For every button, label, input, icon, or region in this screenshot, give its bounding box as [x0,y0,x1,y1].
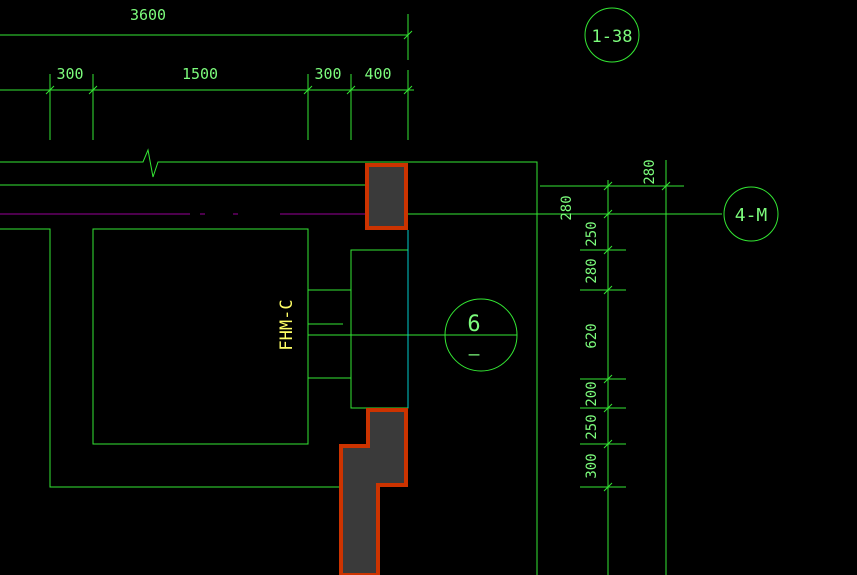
wall-segment-bottom[interactable] [339,408,408,575]
outer-wall-line-with-break [0,148,538,575]
room-outline-inner [92,228,309,445]
dimension-tick [603,245,613,255]
bubble-circle [723,186,779,242]
dimension-label: 280 [584,258,600,283]
wall-lines [0,148,538,575]
grid-bubble-right[interactable]: 4-M [723,186,779,242]
dimension-tick [303,85,313,95]
column-top[interactable] [365,163,408,230]
door-label[interactable]: FHM-C [277,299,297,350]
dimension-tick [603,181,613,191]
dimension-tick [88,85,98,95]
dimension-tick [346,85,356,95]
dimension-tick [603,482,613,492]
dimension-label: 1500 [182,65,218,83]
dimension-tick [603,209,613,219]
grid-bubble-top[interactable]: 1-38 [584,7,640,63]
section-number: 6 [467,312,480,337]
dimension-label: 200 [584,381,600,406]
right-dimension-chain [540,160,684,575]
dimension-tick [603,285,613,295]
section-bubble[interactable]: 6 — [444,298,518,372]
dimension-tick [603,374,613,384]
dimension-tick [661,181,671,191]
dimension-label: 250 [584,414,600,439]
dimension-label: 280 [642,159,658,184]
room-outline-left [0,228,340,488]
section-sheet: — [469,344,480,365]
dimension-tick [603,439,613,449]
grid-bubble-top-label: 1-38 [592,27,633,47]
dimension-label: 300 [584,453,600,478]
top-dimension-chain [0,14,414,140]
dimension-tick [603,403,613,413]
dimension-label: 400 [364,65,391,83]
dimension-tick [403,85,413,95]
dimension-tick [45,85,55,95]
dimension-label: 280 [559,195,575,220]
grid-bubble-right-label: 4-M [735,205,768,226]
dimension-label: 300 [56,65,83,83]
dimension-label: 250 [584,221,600,246]
overall-dimension-label: 3600 [130,6,166,24]
dimension-label: 300 [314,65,341,83]
door-frame [350,249,409,409]
bubble-circle [584,7,640,63]
dimension-label: 620 [584,323,600,348]
